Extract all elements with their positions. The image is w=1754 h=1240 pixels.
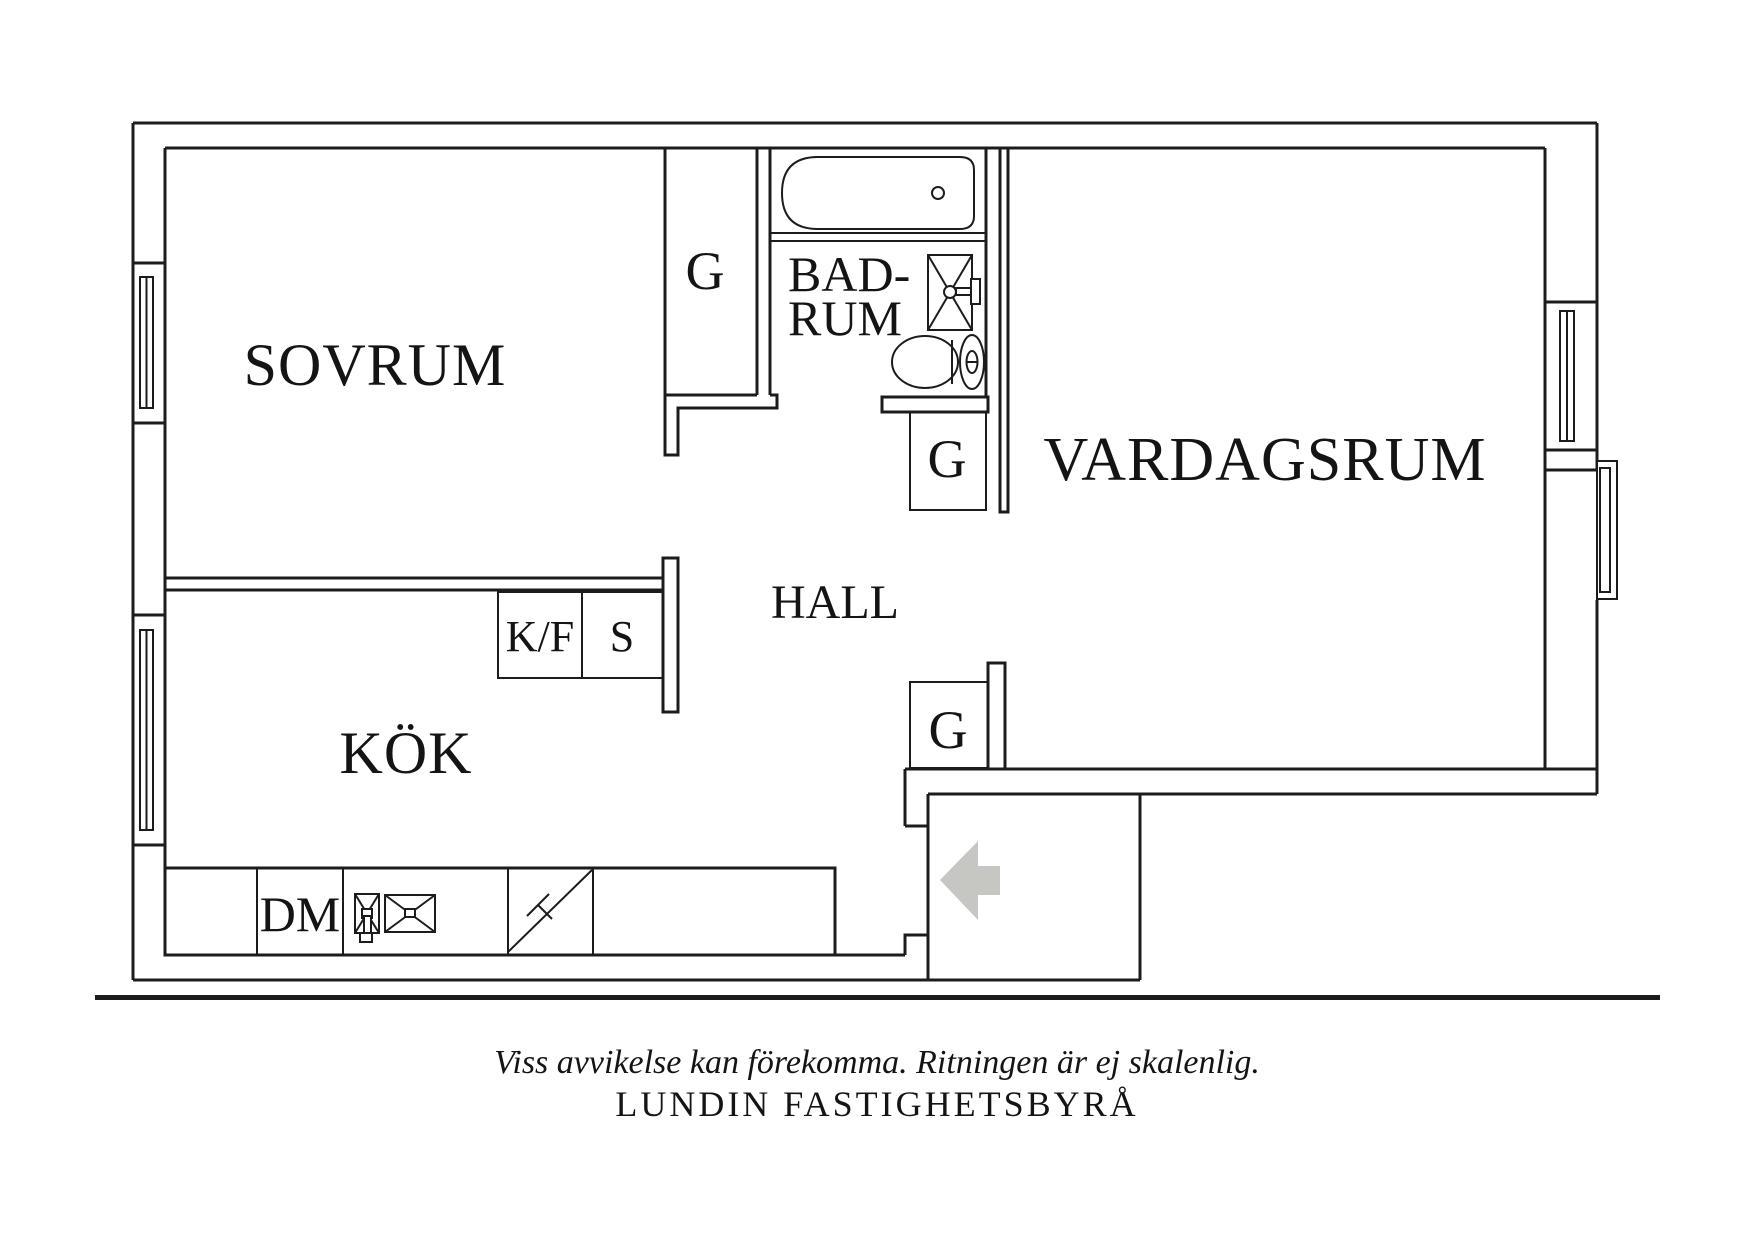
label-dishwasher: DM — [260, 886, 341, 942]
closet-badrum-g — [909, 411, 987, 511]
shower-icon — [927, 254, 981, 331]
window-icon-kitchen — [131, 613, 167, 847]
footer-disclaimer: Viss avvikelse kan förekomma. Ritningen … — [494, 1044, 1260, 1081]
bathtub-icon — [769, 147, 987, 242]
window-icon-bedroom — [131, 261, 167, 425]
bathroom-fixtures — [769, 147, 987, 390]
label-badrum-line1: BAD- — [788, 246, 910, 302]
label-closet-sovrum: G — [686, 241, 725, 301]
label-sovrum: SOVRUM — [244, 332, 507, 398]
label-closet-hall: G — [929, 700, 968, 760]
wall-vardagsrum-left — [998, 146, 1010, 514]
wall-badrum-bottom — [880, 395, 990, 414]
kitchen-counter — [163, 866, 837, 957]
window-icon-livingroom — [1543, 300, 1599, 472]
label-fridge-freezer: K/F — [506, 612, 574, 661]
wall-sovrum-kok — [163, 576, 665, 592]
balcony-door-icon — [1596, 460, 1618, 600]
cabinet-pantry — [581, 591, 664, 679]
label-badrum-line2: RUM — [788, 290, 902, 346]
sink-icon — [354, 893, 436, 943]
windows — [131, 261, 1618, 847]
toilet-icon — [891, 334, 985, 390]
label-vardagsrum: VARDAGSRUM — [1044, 426, 1487, 494]
label-pantry: S — [610, 612, 634, 661]
footer-agency: LUNDIN FASTIGHETSBYRÅ — [615, 1084, 1138, 1124]
closets — [497, 411, 989, 769]
footer-divider — [95, 995, 1660, 1000]
wall-hall-step — [663, 393, 779, 457]
wall-hall-stub — [986, 661, 1007, 771]
closet-hall-g — [909, 681, 989, 769]
entry-direction-arrow-icon — [940, 841, 1000, 920]
label-hall: HALL — [771, 576, 899, 629]
stove-icon — [507, 869, 593, 953]
wall-kok-hall — [661, 556, 680, 714]
label-closet-badrum: G — [928, 429, 967, 489]
interior-walls — [163, 146, 1010, 771]
label-kok: KÖK — [340, 720, 473, 786]
